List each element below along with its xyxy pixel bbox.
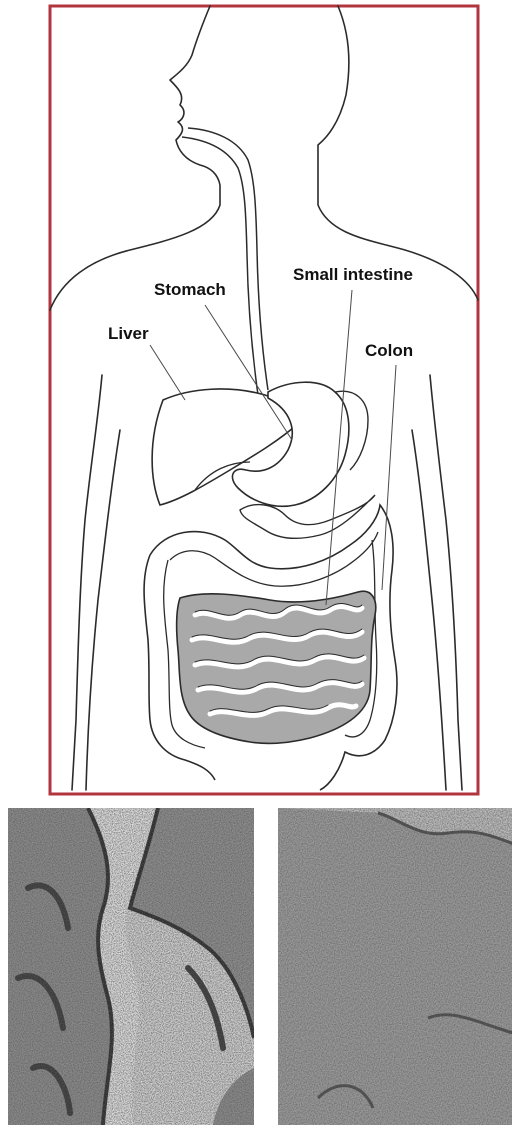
tissue-micrograph-villi [8, 808, 254, 1125]
stomach-label: Stomach [154, 281, 226, 298]
small-intestine [177, 591, 376, 743]
small-intestine-label: Small intestine [293, 266, 413, 283]
tissue-micrograph-flattened [278, 808, 512, 1125]
colon-label: Colon [365, 342, 413, 359]
esophagus [182, 128, 268, 395]
digestive-system-diagram [0, 0, 512, 800]
liver-label: Liver [108, 325, 149, 342]
